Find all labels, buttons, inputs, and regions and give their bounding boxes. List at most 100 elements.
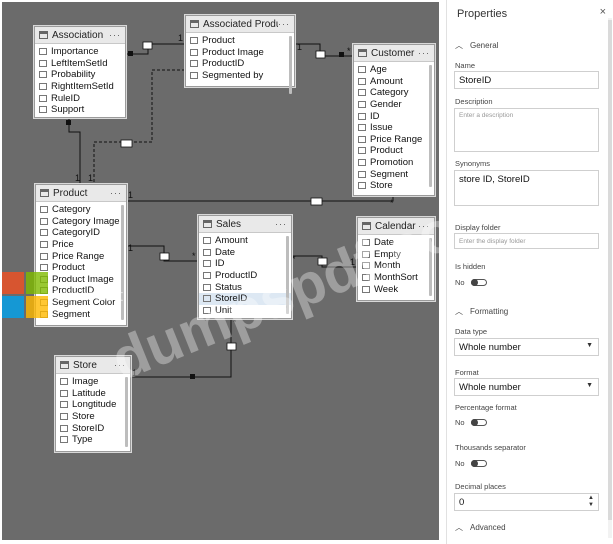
table-store[interactable]: Store··· Image Latitude Longtitude Store…: [55, 356, 131, 452]
name-input[interactable]: StoreID: [454, 71, 599, 89]
more-icon[interactable]: ···: [418, 48, 430, 58]
data-type-select[interactable]: Whole number▼: [454, 338, 599, 356]
field-item[interactable]: Week: [358, 283, 434, 295]
table-header[interactable]: Sales···: [199, 216, 291, 233]
table-header[interactable]: Store···: [56, 357, 130, 374]
format-select[interactable]: Whole number▼: [454, 378, 599, 396]
more-icon[interactable]: ···: [114, 360, 126, 370]
more-icon[interactable]: ···: [418, 221, 430, 231]
field-item[interactable]: Category Image: [36, 216, 126, 228]
diagram-canvas[interactable]: 1 1 * 1 1 * 1 1 * * 1 1 * Association···…: [2, 2, 439, 540]
table-sales[interactable]: Sales··· Amount Date ID ProductID Status…: [198, 215, 292, 319]
field-item[interactable]: ID: [354, 110, 434, 122]
more-icon[interactable]: ···: [110, 188, 122, 198]
table-header[interactable]: Calendar···: [358, 218, 434, 235]
field-item[interactable]: Probability: [35, 69, 125, 81]
description-input[interactable]: Enter a description: [454, 108, 599, 152]
more-icon[interactable]: ···: [109, 30, 121, 40]
field-item[interactable]: Category: [36, 204, 126, 216]
table-header[interactable]: Association···: [35, 27, 125, 44]
field-item[interactable]: StoreID: [56, 422, 130, 434]
field-item[interactable]: Gender: [354, 99, 434, 111]
field-item[interactable]: Promotion: [354, 157, 434, 169]
field-item[interactable]: Date: [199, 247, 291, 259]
close-icon[interactable]: ×: [599, 6, 606, 18]
rel-direction-icon: [310, 197, 323, 206]
field-item[interactable]: Segment: [354, 168, 434, 180]
rel-associatedproduct-customer[interactable]: [293, 43, 353, 57]
field-item[interactable]: Age: [354, 64, 434, 76]
field-item[interactable]: Amount: [199, 235, 291, 247]
field-item[interactable]: Empty: [358, 249, 434, 261]
field-item[interactable]: RightItemSetId: [35, 81, 125, 93]
more-icon[interactable]: ···: [278, 19, 290, 29]
is-hidden-toggle[interactable]: No: [455, 278, 487, 287]
section-general[interactable]: ︿General: [455, 41, 499, 50]
field-item[interactable]: Unit: [199, 305, 291, 317]
field-item[interactable]: Store: [56, 411, 130, 423]
field-item-selected[interactable]: StoreID: [199, 292, 291, 305]
field-item[interactable]: Product: [36, 262, 126, 274]
field-item[interactable]: Price Range: [36, 250, 126, 262]
field-item[interactable]: Longtitude: [56, 399, 130, 411]
rel-customer-product[interactable]: [126, 195, 394, 202]
table-scrollbar[interactable]: [125, 377, 128, 447]
rel-store-sales[interactable]: [130, 318, 232, 378]
table-scrollbar[interactable]: [121, 205, 124, 320]
field-item[interactable]: Latitude: [56, 388, 130, 400]
field-item[interactable]: ProductID: [36, 285, 126, 297]
synonyms-input[interactable]: store ID, StoreID: [454, 170, 599, 206]
field-item[interactable]: Date: [358, 237, 434, 249]
table-scrollbar[interactable]: [289, 36, 292, 94]
field-item[interactable]: Product: [186, 35, 294, 47]
rel-associatedproduct-product[interactable]: [93, 69, 185, 184]
table-scrollbar[interactable]: [429, 65, 432, 187]
section-advanced[interactable]: ︿Advanced: [455, 523, 506, 532]
panel-scrollbar[interactable]: [608, 18, 612, 538]
stepper-arrows-icon[interactable]: ▲▼: [588, 495, 594, 508]
field-item[interactable]: Type: [56, 434, 130, 446]
table-product[interactable]: Product··· Category Category Image Categ…: [35, 184, 127, 326]
field-item[interactable]: Price Range: [354, 134, 434, 146]
table-header[interactable]: Customer···: [354, 45, 434, 62]
field-item[interactable]: LeftItemSetId: [35, 58, 125, 70]
field-item[interactable]: Status: [199, 281, 291, 293]
table-association[interactable]: Association··· Importance LeftItemSetId …: [34, 26, 126, 118]
field-item[interactable]: Image: [56, 376, 130, 388]
decimal-places-stepper[interactable]: 0▲▼: [454, 493, 599, 511]
more-icon[interactable]: ···: [275, 219, 287, 229]
table-associated-product[interactable]: Associated Product··· Product Product Im…: [185, 15, 295, 94]
table-header[interactable]: Associated Product···: [186, 16, 294, 33]
field-item[interactable]: Importance: [35, 46, 125, 58]
field-item[interactable]: Amount: [354, 76, 434, 88]
field-item[interactable]: Price: [36, 239, 126, 251]
field-item[interactable]: Segment: [36, 308, 126, 320]
field-item[interactable]: RuleID: [35, 92, 125, 104]
field-item[interactable]: ProductID: [199, 270, 291, 282]
field-item[interactable]: ID: [199, 258, 291, 270]
display-folder-input[interactable]: Enter the display folder: [454, 233, 599, 249]
field-item[interactable]: Product Image: [36, 274, 126, 286]
section-formatting[interactable]: ︿Formatting: [455, 307, 509, 316]
field-item[interactable]: CategoryID: [36, 227, 126, 239]
table-calendar[interactable]: Calendar··· Date Empty Month MonthSort W…: [357, 217, 435, 301]
field-item[interactable]: Segment Color: [36, 297, 126, 309]
field-item[interactable]: Support: [35, 104, 125, 116]
field-item[interactable]: ProductID: [186, 58, 294, 70]
field-item[interactable]: Product Image: [186, 47, 294, 59]
table-customer[interactable]: Customer··· Age Amount Category Gender I…: [353, 44, 435, 196]
table-scrollbar[interactable]: [429, 238, 432, 296]
table-header[interactable]: Product···: [36, 185, 126, 202]
scrollbar-thumb[interactable]: [608, 20, 612, 520]
field-item[interactable]: Segmented by: [186, 70, 294, 82]
field-item[interactable]: Product: [354, 145, 434, 157]
table-scrollbar[interactable]: [286, 236, 289, 314]
thousands-separator-toggle[interactable]: No: [455, 459, 487, 468]
field-item[interactable]: Store: [354, 180, 434, 192]
rel-association-associatedproduct[interactable]: [124, 43, 185, 55]
field-item[interactable]: Month: [358, 260, 434, 272]
field-item[interactable]: MonthSort: [358, 272, 434, 284]
percentage-format-toggle[interactable]: No: [455, 418, 487, 427]
field-item[interactable]: Category: [354, 87, 434, 99]
field-item[interactable]: Issue: [354, 122, 434, 134]
